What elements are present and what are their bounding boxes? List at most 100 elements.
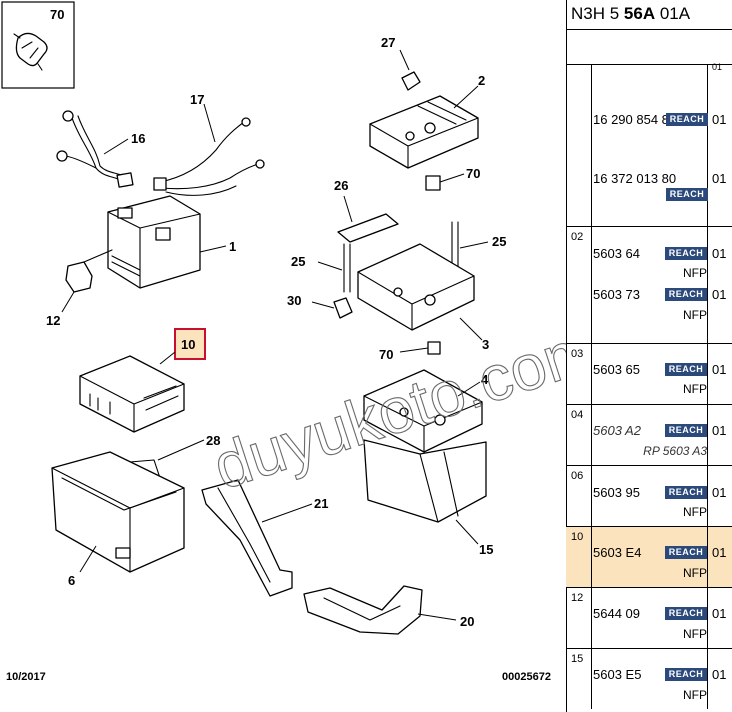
row-position: 12 (566, 588, 592, 648)
callout-70-a: 70 (466, 166, 480, 181)
part-quantity: 01 (712, 362, 727, 377)
table-row: 15 5603 E5 REACH 01 NFP (566, 648, 732, 709)
reference-header: N3H 5 56A 01A (566, 0, 732, 30)
parts-table: 01 16 290 854 80 REACH 01 16 372 013 80 … (566, 62, 732, 709)
part-reference[interactable]: 5644 09 (593, 606, 640, 621)
part-reference[interactable]: 5603 E5 (593, 667, 642, 682)
callout-21: 21 (314, 496, 328, 511)
part-line[interactable]: 5603 65 REACH 01 (593, 359, 732, 379)
part-reference[interactable]: 5603 65 (593, 362, 640, 377)
part-quantity: 01 (712, 606, 727, 621)
part-quantity: 01 (712, 171, 727, 186)
part-line[interactable]: 5603 E5 REACH 01 (593, 664, 732, 684)
reach-badge: REACH (665, 288, 707, 301)
callout-12: 12 (46, 313, 60, 328)
part-reference[interactable]: 16 290 854 80 (593, 112, 677, 127)
diagram-canvas: 70 16 17 1 12 2 (1, 1, 566, 635)
table-row: 03 5603 65 REACH 01 NFP (566, 343, 732, 404)
callout-2: 2 (478, 73, 485, 88)
row-option-column (707, 588, 732, 648)
callout-3: 3 (482, 337, 489, 352)
row-option-column (707, 227, 732, 343)
callout-6: 6 (68, 573, 75, 588)
row-option-column (707, 649, 732, 709)
table-row: 16 290 854 80 REACH 01 16 372 013 80 REA… (566, 64, 732, 226)
part-line[interactable]: 16 372 013 80 REACH 01 (593, 168, 732, 201)
callout-20: 20 (460, 614, 474, 629)
callout-16: 16 (131, 131, 145, 146)
part-27-clip (399, 49, 421, 91)
top-option-code: 01 (712, 62, 723, 72)
part-status: NFP (683, 688, 707, 702)
part-quantity: 01 (712, 423, 727, 438)
reach-badge: REACH (666, 113, 708, 126)
callout-26: 26 (334, 178, 348, 193)
callout-70-b: 70 (379, 347, 393, 362)
callout-27: 27 (381, 35, 395, 50)
part-line[interactable]: 5603 A2 REACH 01 (593, 420, 732, 440)
part-line[interactable]: 5603 64 REACH 01 (593, 243, 732, 263)
part-line[interactable]: 5603 73 REACH 01 (593, 284, 732, 304)
part-status: NFP (683, 505, 707, 519)
reference-header-prefix: N3H 5 (571, 4, 624, 23)
table-row: 12 5644 09 REACH 01 NFP (566, 587, 732, 648)
part-line[interactable]: 5603 95 REACH 01 (593, 482, 732, 502)
part-status: NFP (683, 308, 707, 322)
reach-badge: REACH (665, 546, 707, 559)
callout-17: 17 (190, 92, 204, 107)
part-17-cable (153, 103, 265, 196)
part-reference[interactable]: 5603 A2 (593, 423, 641, 438)
part-line[interactable]: 5644 09 REACH 01 (593, 603, 732, 623)
row-position (566, 65, 592, 226)
exploded-parts-diagram: 70 16 17 1 12 2 (1, 1, 566, 635)
part-10-highlight (159, 328, 206, 365)
part-6-housing (51, 451, 185, 573)
table-row: 04 5603 A2 REACH 01 RP 5603 A3 (566, 404, 732, 465)
reach-badge: REACH (665, 668, 707, 681)
row-option-column (707, 344, 732, 404)
part-2-tray (369, 85, 479, 169)
reach-badge: REACH (665, 247, 707, 260)
part-30-clip (311, 297, 353, 319)
row-position: 15 (566, 649, 592, 709)
inset-part-70 (1, 1, 75, 89)
callout-4: 4 (481, 372, 489, 387)
part-line[interactable]: 5603 E4 REACH 01 (593, 542, 732, 562)
row-option-column (707, 65, 732, 226)
part-reference[interactable]: 5603 64 (593, 246, 640, 261)
reach-badge: REACH (665, 363, 707, 376)
part-reference[interactable]: 5603 95 (593, 485, 640, 500)
part-12-terminal (61, 249, 113, 313)
reach-badge: REACH (666, 188, 708, 201)
reach-badge: REACH (665, 486, 707, 499)
reach-badge: REACH (665, 607, 707, 620)
callout-30: 30 (287, 293, 301, 308)
table-row-selected[interactable]: 10 5603 E4 REACH 01 NFP (566, 526, 732, 587)
part-20-duct (303, 585, 457, 635)
part-21-duct (201, 479, 313, 597)
part-70-small-box (425, 173, 465, 191)
table-row: 06 5603 95 REACH 01 NFP (566, 465, 732, 526)
part-15-box (363, 439, 487, 545)
part-quantity: 01 (712, 112, 727, 127)
part-25-rods (317, 221, 489, 293)
row-position: 10 (566, 527, 592, 587)
table-row: 02 5603 64 REACH 01 NFP 5603 73 REACH 01… (566, 226, 732, 343)
part-reference[interactable]: 16 372 013 80 (593, 171, 677, 186)
row-position: 02 (566, 227, 592, 343)
part-26-strap (337, 195, 399, 243)
part-status: NFP (683, 266, 707, 280)
part-4-tray (363, 369, 483, 453)
part-status: NFP (683, 627, 707, 641)
row-position: 06 (566, 466, 592, 526)
part-quantity: 01 (712, 485, 727, 500)
reference-header-suffix: 01A (655, 4, 691, 23)
callout-1: 1 (229, 239, 236, 254)
row-option-column (707, 466, 732, 526)
replacement-reference: RP 5603 A3 (643, 444, 707, 458)
reference-header-bold: 56A (623, 4, 656, 23)
part-reference[interactable]: 5603 73 (593, 287, 640, 302)
part-reference[interactable]: 5603 E4 (593, 545, 642, 560)
part-line[interactable]: 16 290 854 80 REACH 01 (593, 109, 732, 129)
row-position: 03 (566, 344, 592, 404)
